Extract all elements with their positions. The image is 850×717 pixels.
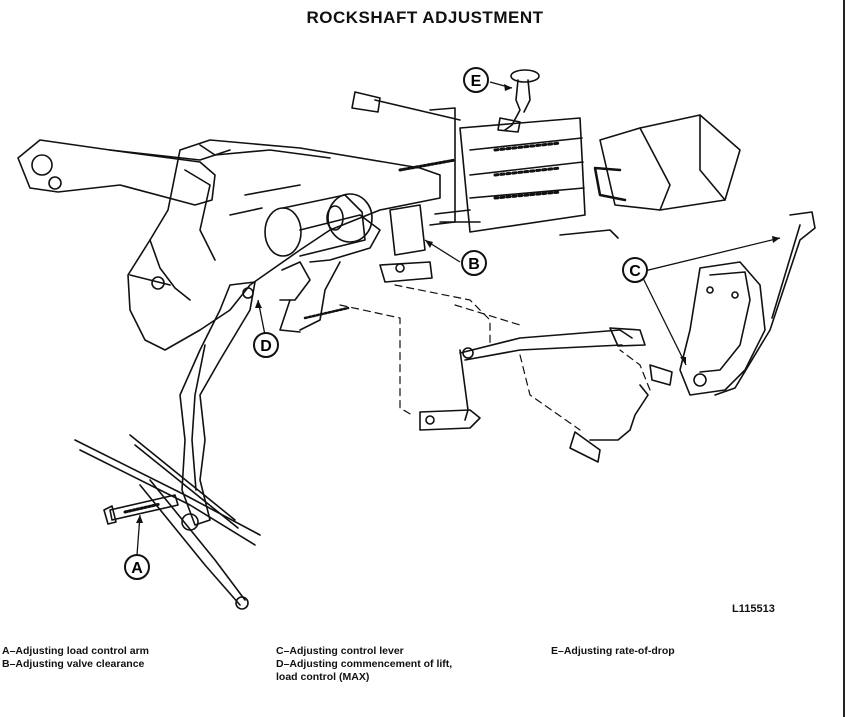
svg-text:D: D xyxy=(260,338,272,355)
load-control-arm xyxy=(74,281,261,610)
callout-arrowheads xyxy=(136,84,780,523)
internal-linkage xyxy=(279,204,433,333)
legend-item-a: A–Adjusting load control arm xyxy=(2,645,150,657)
legend-item-c: C–Adjusting control lever xyxy=(276,645,404,657)
svg-text:C: C xyxy=(629,263,641,280)
svg-text:E: E xyxy=(471,73,482,90)
valve-block xyxy=(351,91,586,233)
figure-reference: L115513 xyxy=(732,603,775,615)
callout-d: D xyxy=(253,332,279,358)
rockshaft-diagram: E B C D A xyxy=(17,67,816,610)
legend-column-3: E–Adjusting rate-of-drop xyxy=(551,645,675,658)
rockshaft-housing xyxy=(127,139,441,351)
rate-of-drop-knob xyxy=(497,69,540,133)
dashed-connections xyxy=(339,284,651,431)
linkage-rods xyxy=(419,327,646,431)
hydraulic-cylinder xyxy=(229,184,373,257)
svg-text:A: A xyxy=(131,560,143,577)
legend-column-1: A–Adjusting load control arm B–Adjusting… xyxy=(2,645,149,671)
callout-c: C xyxy=(622,257,648,283)
callout-e: E xyxy=(463,67,489,93)
legend-item-b: B–Adjusting valve clearance xyxy=(2,658,145,670)
callout-b: B xyxy=(461,250,487,276)
svg-text:B: B xyxy=(468,256,480,273)
page-title: ROCKSHAFT ADJUSTMENT xyxy=(306,8,544,27)
page-border-line xyxy=(843,0,845,717)
legend-item-d-continued: load control (MAX) xyxy=(276,671,370,683)
legend-item-e: E–Adjusting rate-of-drop xyxy=(551,645,675,657)
right-housing xyxy=(559,114,741,239)
legend-item-d: D–Adjusting commencement of lift, xyxy=(276,658,453,670)
lift-arm-left xyxy=(17,139,231,206)
callout-leaders xyxy=(136,81,781,556)
control-lever-assembly xyxy=(569,211,816,463)
legend-column-2: C–Adjusting control lever D–Adjusting co… xyxy=(276,645,452,684)
callout-a: A xyxy=(124,554,150,580)
